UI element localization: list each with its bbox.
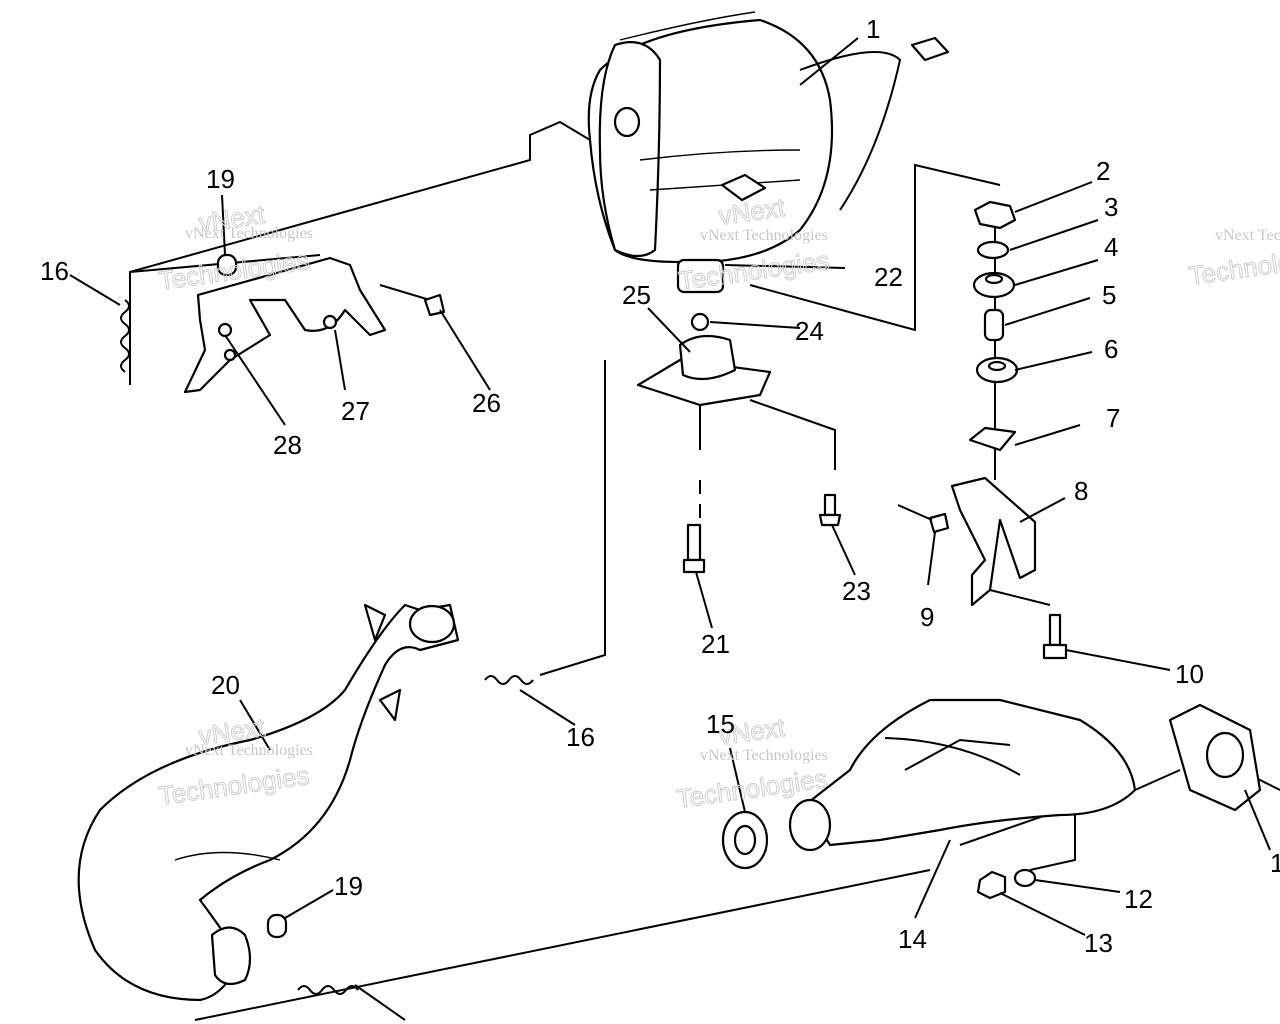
- bumper-part-19a: [216, 253, 238, 277]
- nut-part-13: [976, 870, 1007, 900]
- callout-7: 7: [1106, 403, 1120, 433]
- callout-22: 22: [874, 262, 903, 292]
- callout-14: 14: [898, 924, 927, 954]
- pin-part-23: [823, 493, 837, 517]
- callout-15: 15: [706, 709, 735, 739]
- callout-23: 23: [842, 576, 871, 606]
- manifold-part-14: [803, 698, 1137, 847]
- callout-9: 9: [920, 602, 934, 632]
- watermark-text: vNext Technologies: [1215, 227, 1280, 244]
- bolt-part-21: [686, 523, 702, 562]
- watermark-text: vNext Technologies: [185, 742, 313, 759]
- callout-26: 26: [472, 388, 501, 418]
- leader-lines: [69, 37, 1271, 1021]
- mount-plate-part-25: [636, 358, 772, 407]
- callout-19-top: 19: [206, 164, 235, 194]
- callout-21: 21: [701, 629, 730, 659]
- callout-8: 8: [1074, 476, 1088, 506]
- watermark-text: Technologies: [1187, 240, 1280, 291]
- nut-part-24: [690, 312, 710, 332]
- mount-assembly: [636, 312, 842, 574]
- callout-20: 20: [211, 670, 240, 700]
- hardware-stack: [897, 200, 1068, 660]
- bracket-part-27: [183, 256, 387, 394]
- bolt-part-10: [1048, 613, 1062, 647]
- bracket-part-8: [950, 476, 1037, 607]
- watermarks: vNext Technologies Technologies vNext vN…: [156, 191, 1280, 814]
- spring-part-16c: [297, 985, 359, 995]
- nut-part-2: [973, 200, 1017, 230]
- callout-19-bottom: 19: [334, 871, 363, 901]
- callout-28: 28: [273, 430, 302, 460]
- clip-part-26: [423, 293, 446, 317]
- plate-part-7: [968, 426, 1017, 452]
- callout-2: 2: [1096, 156, 1110, 186]
- callout-12: 12: [1124, 884, 1153, 914]
- expansion-chamber-part-20: [77, 603, 534, 1002]
- watermark-text: vNext Technologies: [700, 747, 828, 764]
- washer-part-12: [1013, 868, 1037, 888]
- callout-16-top: 16: [40, 256, 69, 286]
- callout-10: 10: [1175, 659, 1204, 689]
- bushing-part-4: [972, 271, 1016, 299]
- callout-3: 3: [1104, 192, 1118, 222]
- callout-16-mid: 16: [566, 722, 595, 752]
- callout-4: 4: [1104, 232, 1118, 262]
- callout-11-partial: 1: [1270, 848, 1280, 878]
- callout-27: 27: [341, 396, 370, 426]
- watermark-text: vNext Technologies: [185, 225, 313, 242]
- spring-part-16b: [484, 675, 534, 685]
- exhaust-bracket: [120, 253, 446, 394]
- callout-6: 6: [1104, 334, 1118, 364]
- callout-24: 24: [795, 316, 824, 346]
- bumper-part-19b: [266, 913, 288, 939]
- bolt-part-9: [928, 512, 950, 534]
- callout-5: 5: [1102, 280, 1116, 310]
- callout-25: 25: [622, 280, 651, 310]
- sleeve-part-5: [983, 308, 1005, 342]
- silencer-part-1: [587, 11, 950, 294]
- callout-13: 13: [1084, 928, 1113, 958]
- callout-labels: 1 2 3 4 5 6 7 8 9 10 1 12 13 14 15 16 16…: [40, 14, 1280, 958]
- callout-1: 1: [866, 14, 880, 44]
- spring-part-16a: [120, 299, 130, 373]
- watermark-text: vNext Technologies: [700, 227, 828, 244]
- washer-part-3: [976, 240, 1010, 260]
- manifold-assembly: [721, 698, 1262, 900]
